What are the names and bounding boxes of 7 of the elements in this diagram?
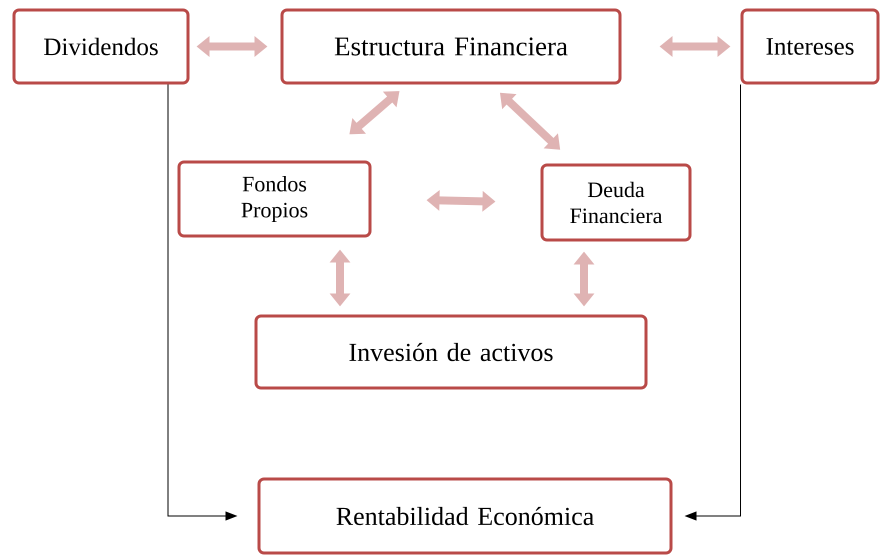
process-box: Dividendos xyxy=(12,8,190,84)
process-box: Intereses xyxy=(740,8,880,84)
process-box: Estructura Financiera xyxy=(280,8,622,84)
process-box: Invesión de activos xyxy=(254,314,648,390)
process-box: Fondos Propios xyxy=(178,160,372,238)
process-box: Rentabilidad Económica xyxy=(258,478,672,554)
process-box: Deuda Financiera xyxy=(540,164,692,242)
